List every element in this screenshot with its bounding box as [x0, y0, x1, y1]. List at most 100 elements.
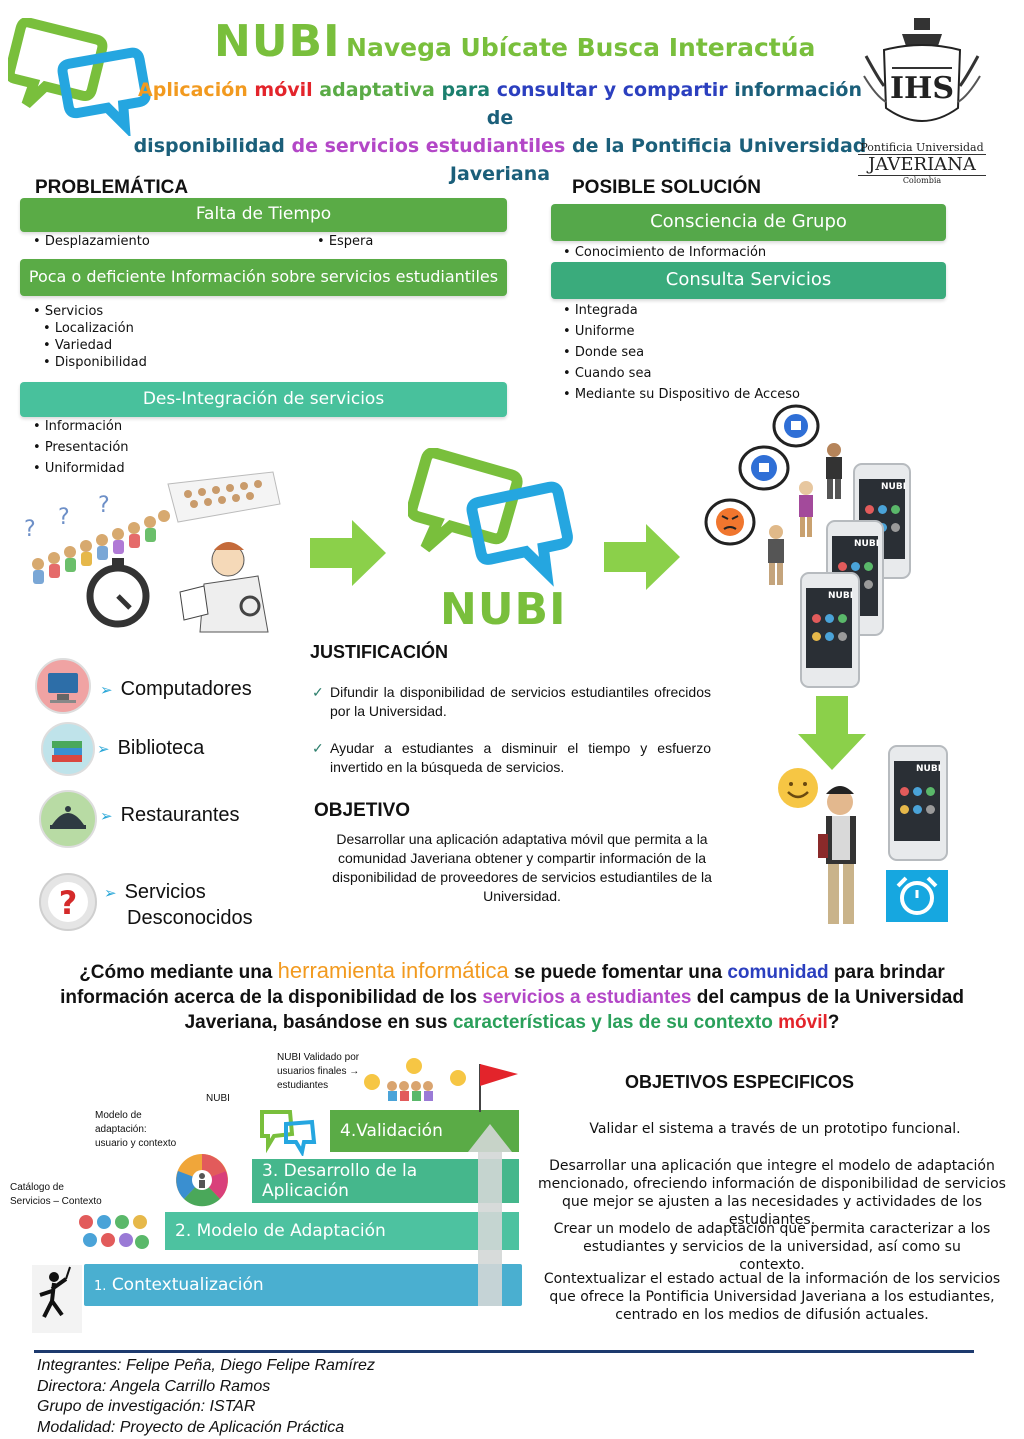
- question-line-3-run-3: ?: [827, 1012, 840, 1033]
- chevron-right-icon: ➢: [100, 808, 113, 825]
- smiley-face-icon: [778, 768, 818, 808]
- university-logo: IHS Pontificia Universidad JAVERIANA Col…: [858, 16, 986, 185]
- subtitle-line-1: Aplicación móvil adaptativa para consult…: [130, 76, 870, 132]
- item-conocimiento: Conocimiento de Información: [563, 242, 766, 263]
- bar-consulta-servicios: Consulta Servicios: [551, 262, 946, 299]
- svg-text:?: ?: [98, 493, 110, 518]
- footer-modalidad: Modalidad: Proyecto de Aplicación Prácti…: [37, 1419, 345, 1436]
- question-line-1-run-0: ¿Cómo mediante una: [79, 962, 278, 983]
- item-uniforme: Uniforme: [563, 321, 800, 342]
- item-cuando-sea: Cuando sea: [563, 363, 800, 384]
- subitem-disponibilidad: Disponibilidad: [33, 354, 147, 371]
- logo-line-3: Colombia: [902, 176, 942, 185]
- phone-mockup-4: NUBI: [888, 745, 948, 861]
- question-line-1-run-1: herramienta informática: [277, 958, 509, 983]
- logo-line-2: JAVERIANA: [858, 154, 986, 176]
- bar-falta-de-tiempo: Falta de Tiempo: [20, 198, 507, 232]
- objetivo-especifico-1: Validar el sistema a través de un protot…: [589, 1121, 961, 1137]
- phone-mockup-3: NUBI: [800, 572, 860, 688]
- subtitle-line-2-run-1: de servicios estudiantiles: [291, 135, 572, 157]
- arrow-down-icon: [798, 696, 866, 770]
- bar-des-integracion: Des-Integración de servicios: [20, 382, 507, 417]
- alarm-clock-icon: [886, 870, 948, 922]
- item-desplazamiento: • Desplazamiento: [33, 234, 150, 249]
- question-line-3-run-2: móvil: [778, 1012, 828, 1033]
- des-integracion-items: Información Presentación Uniformidad: [33, 416, 129, 479]
- item-dispositivo: Mediante su Dispositivo de Acceso: [563, 384, 800, 405]
- students-people-image: [768, 443, 842, 585]
- subtitle-line-1-run-1: móvil: [254, 79, 320, 101]
- title-tagline: Navega Ubícate Busca Interactúa: [346, 33, 816, 62]
- footer-directora: Directora: Angela Carrillo Ramos: [37, 1378, 271, 1395]
- box-of-figures-image: [167, 471, 281, 523]
- computer-icon: [35, 658, 91, 714]
- bar-poca-informacion: Poca o deficiente Información sobre serv…: [20, 259, 507, 296]
- svg-text:?: ?: [24, 517, 36, 542]
- solucion-heading: POSIBLE SOLUCIÓN: [572, 177, 761, 198]
- item-informacion: Información: [33, 416, 129, 437]
- question-line-3-run-0: Javeriana, basándose en sus: [184, 1012, 453, 1033]
- page-title: NUBI Navega Ubícate Busca Interactúa: [214, 16, 815, 67]
- group-of-users-image: [387, 1081, 433, 1101]
- question-line-1: ¿Cómo mediante una herramienta informáti…: [10, 958, 1014, 985]
- justificacion-item-1: ✓Difundir la disponibilidad de servicios…: [312, 684, 711, 719]
- question-line-2-run-1: servicios a estudiantes: [482, 987, 692, 1008]
- university-seal-icon: IHS: [863, 18, 981, 122]
- title-main: NUBI: [214, 16, 341, 67]
- subtitle-line-2: disponibilidad de servicios estudiantile…: [130, 132, 870, 160]
- consciencia-items: Conocimiento de Información: [563, 242, 766, 263]
- category-restaurantes: ➢Restaurantes: [100, 804, 240, 826]
- servicios-subitems: Localización Variedad Disponibilidad: [33, 320, 147, 371]
- item-integrada: Integrada: [563, 300, 800, 321]
- problem-illustration: ? ? ?: [24, 471, 281, 633]
- logo-line-1: Pontificia Universidad: [860, 141, 984, 154]
- item-uniformidad: Uniformidad: [33, 458, 129, 479]
- objetivo-heading: OBJETIVO: [314, 800, 411, 821]
- arrow-right-1-icon: [310, 520, 386, 586]
- subtitle-line-1-run-3: para: [441, 79, 497, 101]
- category-biblioteca: ➢Biblioteca: [97, 737, 205, 759]
- arrow-right-2-icon: [604, 524, 680, 590]
- subtitle-line-1-run-4: consultar y compartir: [496, 79, 735, 101]
- question-line-3: Javeriana, basándose en sus característi…: [10, 1010, 1014, 1035]
- question-mark-icon: ?: [39, 873, 97, 931]
- question-line-2-run-0: información acerca de la disponibilidad …: [60, 987, 483, 1008]
- justificacion-item-2: ✓Ayudar a estudiantes a disminuir el tie…: [312, 740, 711, 775]
- consulta-items: Integrada Uniforme Donde sea Cuando sea …: [563, 300, 800, 405]
- item-servicios: • Servicios: [33, 304, 104, 319]
- subtitle-line-1-run-0: Aplicación: [138, 79, 255, 101]
- thinking-man-image: [179, 542, 269, 633]
- chevron-right-icon: ➢: [97, 741, 110, 758]
- subtitle-line-3: Javeriana: [449, 163, 551, 185]
- question-line-1-run-2: se puede fomentar una: [508, 962, 728, 983]
- subtitle: Aplicación móvil adaptativa para consult…: [130, 76, 870, 188]
- service-catalog-icons: [77, 1213, 151, 1251]
- crowd-figures-image: ? ? ?: [24, 493, 170, 584]
- subitem-variedad: Variedad: [33, 337, 147, 354]
- subtitle-line-1-run-2: adaptativa: [319, 79, 442, 101]
- reaction-bubbles-image: [704, 404, 820, 546]
- svg-text:?: ?: [59, 884, 78, 922]
- person-1-image: [826, 443, 842, 499]
- progress-up-arrow-icon: [468, 1124, 512, 1306]
- nubi-bubbles-logo-small: [8, 18, 151, 136]
- footer-grupo: Grupo de investigación: ISTAR: [37, 1398, 256, 1415]
- problematica-heading: PROBLEMÁTICA: [35, 177, 189, 198]
- question-line-1-run-3: comunidad: [727, 962, 829, 983]
- category-servicios-desconocidos: ➢Servicios Desconocidos: [104, 881, 253, 929]
- stopwatch-icon: [86, 558, 150, 628]
- restaurant-cloche-icon: [39, 790, 97, 848]
- thumbs-up-bubble-icon: [738, 445, 790, 491]
- check-icon: ✓: [312, 684, 324, 700]
- step-2-modelo-adaptacion: 2. Modelo de Adaptación: [165, 1212, 519, 1250]
- research-question: ¿Cómo mediante una herramienta informáti…: [10, 958, 1014, 1035]
- question-line-2: información acerca de la disponibilidad …: [10, 985, 1014, 1010]
- subtitle-line-2-run-0: disponibilidad: [133, 135, 292, 157]
- category-computadores: ➢Computadores: [100, 678, 252, 700]
- books-icon: [41, 722, 95, 776]
- nubi-bubbles-logo-large: [408, 448, 573, 587]
- thumbs-down-bubble-icon: [772, 404, 820, 448]
- objetivo-text: Desarrollar una aplicación adaptativa mó…: [332, 831, 712, 904]
